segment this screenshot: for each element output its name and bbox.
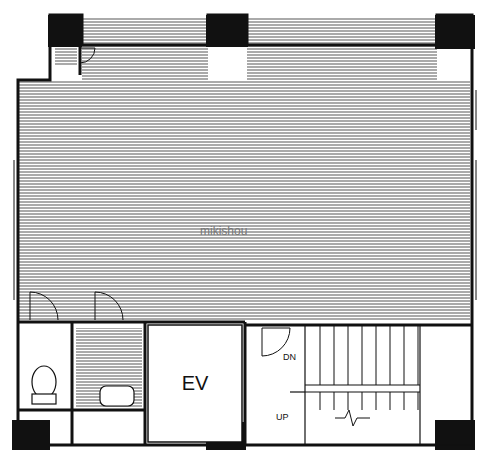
stair-step: [418, 325, 419, 385]
stairs: [290, 325, 472, 445]
stair-step: [404, 392, 405, 410]
window: [14, 90, 476, 300]
stair-step: [348, 325, 349, 385]
stair-step: [334, 392, 335, 410]
floor: [76, 328, 142, 408]
watermark: mikishou: [200, 224, 247, 238]
walls: [18, 15, 472, 445]
stair-step: [334, 325, 335, 385]
stair-step: [348, 392, 349, 410]
elevator-shaft: [148, 325, 242, 442]
stair-step: [362, 325, 363, 385]
stair-step: [418, 392, 419, 410]
main-floor: [18, 80, 470, 320]
stair-step: [320, 325, 321, 385]
stair-direction: UP: [276, 412, 289, 422]
stair-step: [320, 392, 321, 410]
stair-steps: [320, 325, 418, 410]
stair-step: [390, 392, 391, 410]
stair-step: [390, 325, 391, 385]
stair-step: [376, 392, 377, 410]
stair-direction: DN: [283, 352, 296, 362]
column: [12, 15, 475, 450]
elevator-box: EV: [148, 325, 242, 442]
stair-step: [376, 325, 377, 385]
room-label: EV: [182, 372, 209, 395]
floor: [247, 18, 437, 82]
stair-step: [362, 392, 363, 410]
stair-step: [404, 325, 405, 385]
floor: [82, 18, 208, 82]
break-line: [335, 410, 370, 426]
sink-symbol: [100, 386, 134, 406]
toilet-symbol: [32, 366, 56, 404]
door: [30, 48, 290, 356]
